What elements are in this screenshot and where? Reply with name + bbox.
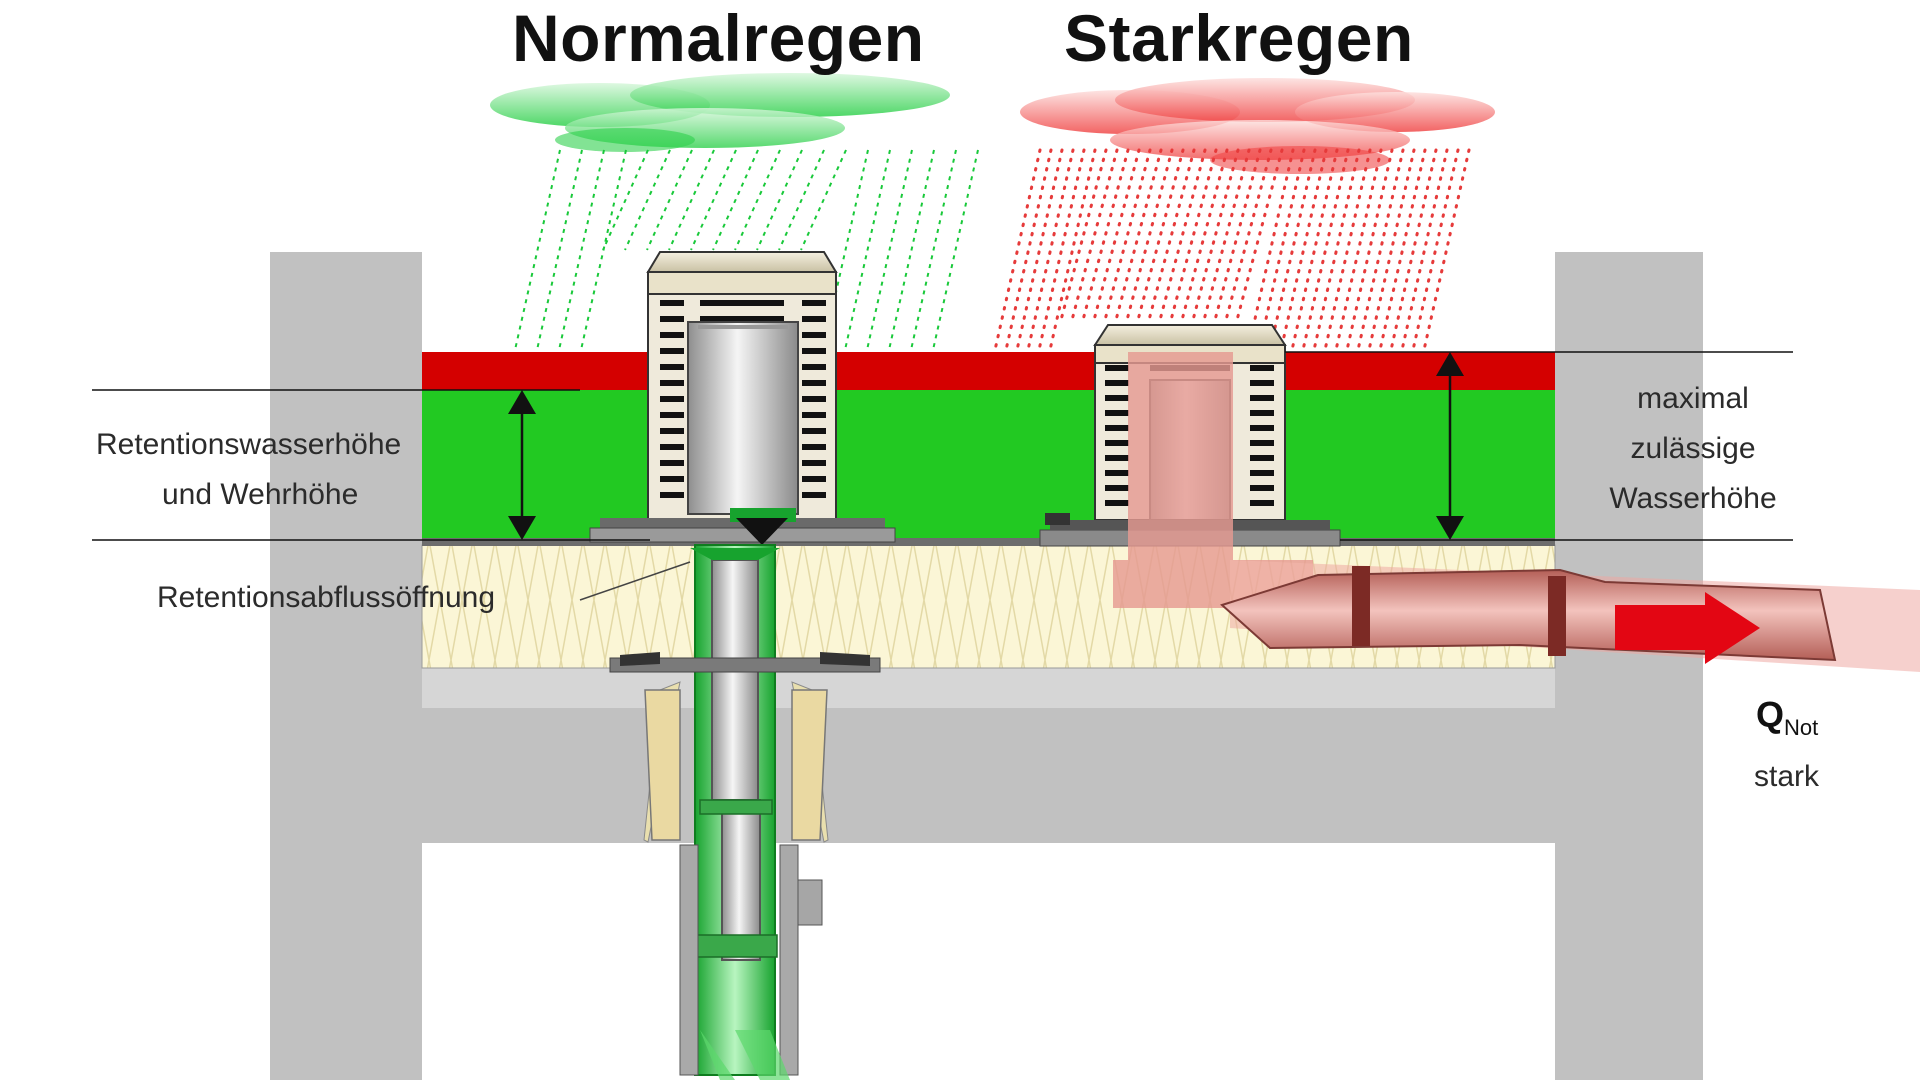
opening-leader-line: [579, 561, 691, 601]
title-normal-rain: Normalregen: [512, 1, 925, 75]
retention-water: [422, 388, 1555, 540]
max-height-line-2: zulässige: [1630, 432, 1756, 465]
flow-symbol: Q: [1756, 694, 1785, 735]
slab-top-band: [422, 668, 1555, 708]
roof-membrane-band: [422, 352, 1555, 390]
left-wall: [270, 252, 422, 1080]
emergency-flow-suffix: stark: [1754, 760, 1820, 793]
max-height-label: maximal zulässige Wasserhöhe: [1578, 374, 1808, 524]
normal-rain-drops: [514, 149, 979, 351]
heavy-rain-cloud: [1020, 78, 1495, 174]
emergency-flow-symbol: QNot: [1756, 690, 1818, 753]
retention-height-line-1: Retentionswasserhöhe: [96, 428, 402, 461]
retention-height-label: Retentionswasserhöhe und Wehrhöhe: [96, 420, 401, 520]
heavy-rain-drops: [993, 148, 1471, 352]
max-height-line-1: maximal: [1637, 382, 1749, 415]
normal-rain-drain: [589, 251, 896, 545]
normal-downpipe: [609, 544, 881, 1080]
max-height-dimension: [1285, 351, 1793, 541]
base-plate-line: [422, 538, 1555, 546]
max-height-line-3: Wasserhöhe: [1609, 482, 1777, 515]
retention-height-dimension: [92, 389, 650, 541]
normal-rain-cloud: [490, 73, 950, 152]
title-heavy-rain: Starkregen: [1064, 1, 1414, 75]
emergency-pipe: [1220, 566, 1837, 664]
right-wall: [1555, 252, 1703, 1080]
retention-opening-label: Retentionsabflussöffnung: [157, 581, 496, 614]
retention-height-line-2: und Wehrhöhe: [162, 478, 359, 511]
flow-subscript: Not: [1784, 715, 1819, 741]
